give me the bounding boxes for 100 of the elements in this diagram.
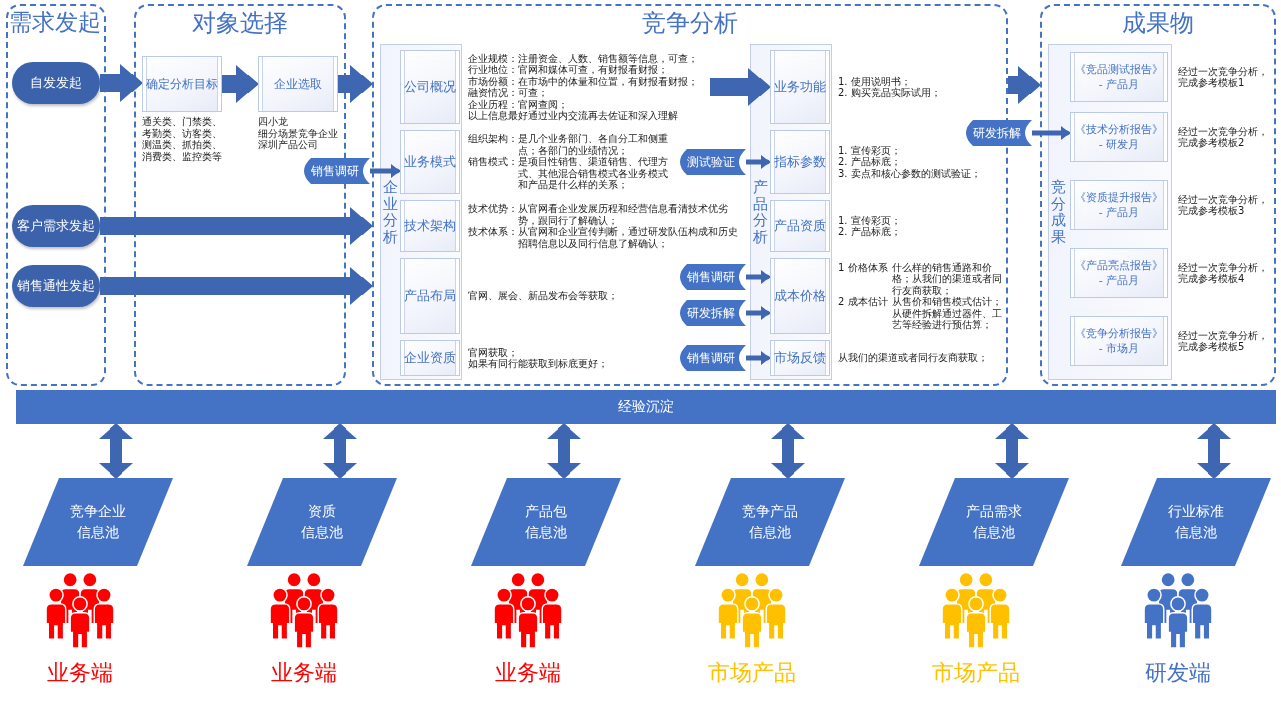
banner-tag: 测试验证 — [680, 149, 746, 175]
block-arrow — [338, 65, 372, 103]
double-arrow — [771, 424, 805, 478]
note-text: 行业地位：官网和媒体可查，有财报看财报； — [468, 64, 668, 76]
pool-label: 产品需求 — [966, 502, 1022, 522]
process-box: 技术架构 — [400, 200, 460, 252]
note-text: 通关类、门禁类、考勤类、访客类、测温类、抓拍类、消费类、监控类等 — [142, 116, 223, 162]
group-title: 需求发起 — [9, 9, 101, 37]
report-title: 《竞品测试报告》 — [1075, 61, 1163, 77]
pool-label: 产品包 — [525, 502, 567, 522]
note-text: 技术体系：从官网和企业宣传判断，通过研发队伍构成和历史招聘信息以及同行信息了解确认； — [468, 226, 739, 249]
note-text: 3. 卖点和核心参数的测试验证； — [838, 167, 981, 180]
report-subtitle: - 市场月 — [1098, 341, 1140, 357]
vertical-panel-title: 产品分析 — [753, 179, 768, 245]
note-text: 融资情况：可查； — [468, 87, 548, 98]
dashed-group-frame — [6, 4, 106, 386]
block-arrow — [100, 267, 372, 305]
report-box — [1070, 52, 1168, 102]
banner-tag: 研发拆解 — [680, 300, 746, 326]
report-subtitle: - 产品月 — [1098, 77, 1140, 93]
arrow — [746, 270, 770, 284]
process-box: 业务模式 — [400, 130, 460, 194]
note-label: 1 价格体系 — [838, 261, 888, 273]
note-text: 组织架构：是几个业务部门、各自分工和侧重点；各部门的业绩情况； — [468, 133, 669, 156]
process-box: 业务功能 — [770, 50, 830, 124]
banner-tag: 销售调研 — [680, 345, 746, 371]
analysis-panel — [750, 44, 832, 380]
block-arrow — [1008, 66, 1040, 104]
banner-tag: 研发拆解 — [966, 120, 1032, 146]
role-label: 市场产品 — [932, 660, 1020, 687]
note-text: 细分场景竞争企业 — [258, 127, 338, 139]
double-arrow — [1197, 424, 1231, 478]
report-subtitle: - 产品月 — [1098, 273, 1140, 289]
group-title: 竞争分析 — [642, 9, 738, 38]
double-arrow — [995, 424, 1029, 478]
arrow — [746, 155, 770, 169]
report-box — [1070, 248, 1168, 298]
process-box: 产品资质 — [770, 200, 830, 252]
process-box: 确定分析目标 — [142, 56, 222, 112]
note-text: 市场份额：在市场中的体量和位置，有财报看财报； — [468, 75, 698, 87]
note-text: 经过一次竞争分析，完成参考模板4 — [1178, 261, 1269, 285]
note-text: 经过一次竞争分析，完成参考模板3 — [1178, 193, 1269, 217]
role-label: 研发端 — [1145, 660, 1211, 687]
analysis-panel — [1048, 44, 1172, 380]
pool-label: 信息池 — [77, 523, 119, 542]
arrow — [370, 164, 400, 178]
pool-label: 竞争产品 — [742, 502, 798, 522]
banner-tag: 销售调研 — [680, 264, 746, 290]
report-title: 《竞争分析报告》 — [1075, 325, 1163, 341]
block-arrow — [710, 68, 770, 106]
report-box — [1070, 316, 1168, 366]
note-text: 2. 产品标底； — [838, 156, 901, 168]
report-box — [1070, 180, 1168, 230]
double-arrow — [99, 424, 133, 478]
note-text: 企业规模：注册资金、人数、销售额等信息，可查； — [468, 52, 698, 64]
start-pill: 销售通性发起 — [12, 265, 100, 307]
note-text: 经过一次竞争分析，完成参考模板5 — [1178, 329, 1269, 353]
group-title: 对象选择 — [192, 9, 288, 38]
report-title: 《资质提升报告》 — [1075, 189, 1163, 205]
start-pill: 自发发起 — [12, 62, 100, 104]
arrow — [746, 306, 770, 320]
pool-label: 信息池 — [301, 523, 343, 542]
note-text: 从我们的渠道或者同行友商获取； — [838, 352, 988, 364]
process-box: 产品布局 — [400, 258, 460, 334]
note-text: 2. 产品标底； — [838, 226, 901, 238]
start-pill: 客户需求发起 — [12, 205, 100, 247]
vertical-panel-title: 企业分析 — [383, 179, 398, 245]
pool-label: 信息池 — [525, 523, 567, 542]
arrow — [746, 351, 770, 365]
double-arrow — [547, 424, 581, 478]
pool-label: 资质 — [308, 502, 336, 522]
role-label: 市场产品 — [708, 660, 796, 687]
role-label: 业务端 — [495, 660, 561, 687]
pool-label: 信息池 — [973, 523, 1015, 542]
process-box: 市场反馈 — [770, 340, 830, 376]
process-box: 企业资质 — [400, 340, 460, 376]
pool-label: 信息池 — [749, 523, 791, 542]
block-arrow — [100, 64, 142, 102]
report-title: 《技术分析报告》 — [1075, 121, 1163, 137]
note-text: 以上信息最好通过业内交流再去佐证和深入理解 — [468, 110, 678, 122]
report-box — [1070, 112, 1168, 162]
report-title: 《产品亮点报告》 — [1075, 257, 1163, 273]
report-subtitle: - 研发月 — [1098, 137, 1140, 153]
role-label: 业务端 — [47, 660, 113, 687]
process-box: 公司概况 — [400, 50, 460, 124]
summary-bar: 经验沉淀 — [16, 390, 1276, 424]
note-text: 2. 购买竞品实际试用； — [838, 87, 941, 99]
report-subtitle: - 产品月 — [1098, 205, 1140, 221]
role-label: 业务端 — [271, 660, 337, 687]
double-arrow — [323, 424, 357, 478]
note-text: 经过一次竞争分析，完成参考模板1 — [1178, 65, 1269, 89]
dashed-group-frame — [134, 4, 346, 386]
vertical-panel-title: 竞分成果 — [1051, 179, 1066, 245]
note-text: 经过一次竞争分析，完成参考模板2 — [1178, 125, 1269, 149]
note-text: 什么样的销售通路和价格；从我们的渠道或者同行友商获取； — [892, 261, 1002, 296]
process-box: 指标参数 — [770, 130, 830, 194]
note-text: 从售价和销售模式估计；从硬件拆解通过器件、工艺等经验进行预估算； — [892, 296, 1002, 331]
arrow — [1032, 126, 1070, 140]
dashed-group-frame — [1040, 4, 1276, 386]
banner-tag: 销售调研 — [304, 158, 370, 184]
